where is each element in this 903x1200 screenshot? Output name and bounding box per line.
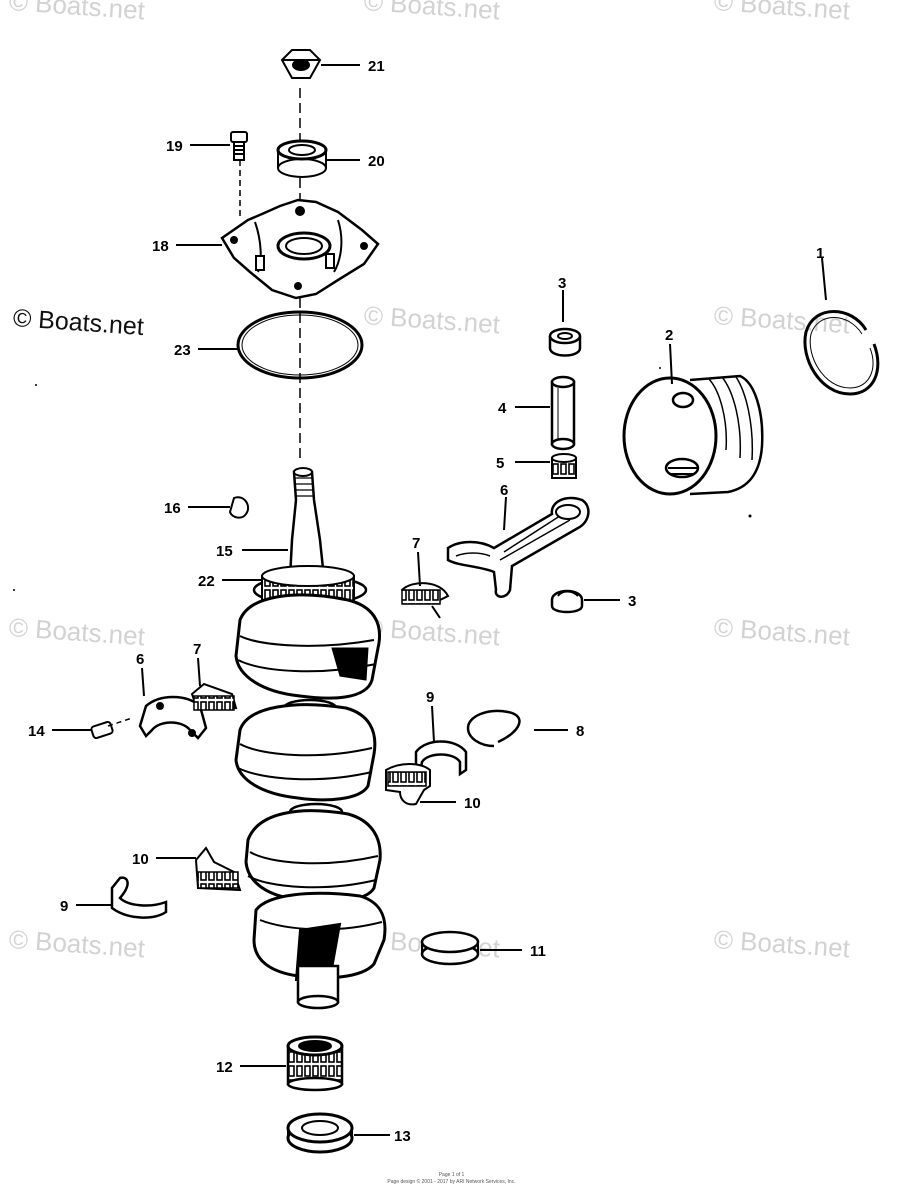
rod-bolt xyxy=(90,717,133,740)
roller-bearing-half xyxy=(194,846,242,892)
connecting-rod xyxy=(446,496,590,598)
roller-bearing-half xyxy=(385,763,431,806)
callout-16: 16 xyxy=(164,500,181,517)
callout-3: 3 xyxy=(558,275,566,292)
lower-roller-bearing xyxy=(286,1035,344,1092)
piston-pin-retainer xyxy=(548,327,582,357)
callout-9: 9 xyxy=(426,689,434,706)
callout-21: 21 xyxy=(368,58,385,75)
woodruff-key xyxy=(228,496,250,519)
callout-leaders xyxy=(52,64,827,1136)
callout-7: 7 xyxy=(412,535,420,552)
callout-5: 5 xyxy=(496,455,504,472)
piston xyxy=(622,374,764,496)
bearing-ring xyxy=(420,930,480,966)
callout-13: 13 xyxy=(394,1128,411,1145)
callout-2: 2 xyxy=(665,327,673,344)
callout-22: 22 xyxy=(198,573,215,590)
crankshaft xyxy=(234,467,387,1010)
piston-pin-retainer xyxy=(550,589,584,614)
callout-11: 11 xyxy=(530,943,546,960)
oil-seal xyxy=(276,139,328,178)
callout-23: 23 xyxy=(174,342,191,359)
callout-20: 20 xyxy=(368,153,385,170)
callout-6: 6 xyxy=(136,651,144,668)
callout-1: 1 xyxy=(816,245,824,262)
callout-9: 9 xyxy=(60,898,68,915)
bearing-race xyxy=(414,740,468,777)
footer-line-2: Page design © 2001 - 2017 by ARI Network… xyxy=(387,1179,516,1185)
callout-12: 12 xyxy=(216,1059,233,1076)
callout-10: 10 xyxy=(464,795,481,812)
retaining-ring xyxy=(466,709,521,748)
screw xyxy=(230,131,248,161)
callout-15: 15 xyxy=(216,543,233,560)
callout-7: 7 xyxy=(193,641,201,658)
callout-8: 8 xyxy=(576,723,584,740)
o-ring xyxy=(236,310,364,380)
callout-3: 3 xyxy=(628,593,636,610)
callout-19: 19 xyxy=(166,138,183,155)
lower-seal xyxy=(286,1112,354,1154)
footer-line-1: Page 1 of 1 xyxy=(438,1172,465,1178)
callout-18: 18 xyxy=(152,238,169,255)
nut xyxy=(280,49,322,79)
rod-cap xyxy=(138,695,208,740)
roller-bearing-half xyxy=(190,682,238,711)
roller-bearing-half xyxy=(400,582,450,619)
bearing-race xyxy=(110,876,168,919)
callout-4: 4 xyxy=(498,400,507,417)
piston-pin xyxy=(550,375,576,451)
callout-14: 14 xyxy=(28,723,45,740)
callout-10: 10 xyxy=(132,851,149,868)
needle-bearing xyxy=(551,453,577,479)
callout-6: 6 xyxy=(500,482,508,499)
end-cap xyxy=(220,198,380,300)
piston-ring xyxy=(803,310,880,396)
